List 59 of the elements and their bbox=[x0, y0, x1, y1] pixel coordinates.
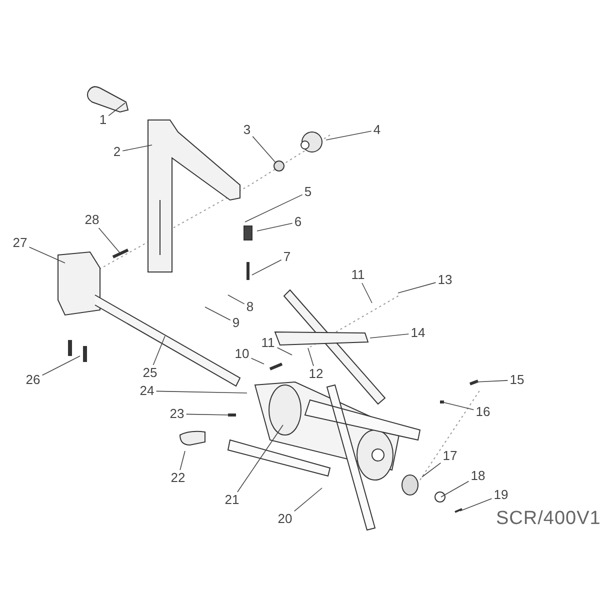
leader-line bbox=[256, 222, 293, 232]
callout-number: 25 bbox=[142, 366, 158, 380]
callout-number: 11 bbox=[261, 336, 275, 350]
callout-number: 28 bbox=[84, 213, 100, 227]
leader-line bbox=[252, 260, 282, 276]
leader-line bbox=[326, 130, 372, 140]
leader-line bbox=[440, 480, 470, 498]
callout-number: 20 bbox=[278, 512, 292, 526]
leader-line bbox=[250, 358, 264, 364]
leader-line bbox=[370, 334, 410, 338]
leader-line bbox=[42, 356, 80, 376]
leader-line bbox=[108, 102, 126, 116]
leader-line bbox=[422, 462, 442, 478]
leader-line bbox=[237, 424, 284, 492]
leader-line bbox=[122, 144, 152, 152]
leader-line bbox=[362, 282, 372, 304]
leader-line bbox=[180, 450, 186, 470]
callout-number: 14 bbox=[410, 326, 426, 340]
leader-line bbox=[252, 136, 276, 164]
callout-number: 9 bbox=[232, 316, 240, 330]
leader-line bbox=[398, 282, 436, 294]
callout-number: 12 bbox=[308, 367, 324, 381]
leader-line bbox=[460, 498, 492, 512]
callout-number: 16 bbox=[476, 405, 490, 419]
callout-number: 11 bbox=[351, 268, 365, 282]
callout-number: 10 bbox=[234, 347, 250, 361]
callout-number: 23 bbox=[170, 407, 184, 421]
callout-number: 2 bbox=[113, 145, 121, 159]
callout-number: 3 bbox=[243, 123, 251, 137]
callout-number: 19 bbox=[494, 488, 508, 502]
leader-line bbox=[442, 402, 474, 410]
leader-line bbox=[204, 306, 231, 320]
callout-number: 21 bbox=[224, 493, 240, 507]
callout-number: 5 bbox=[304, 185, 312, 199]
leader-line bbox=[28, 246, 66, 264]
leader-line bbox=[244, 194, 303, 222]
callout-number: 6 bbox=[294, 215, 302, 229]
callout-number: 4 bbox=[373, 123, 381, 137]
leader-line bbox=[308, 348, 314, 366]
leader-line bbox=[98, 228, 120, 254]
callout-number: 26 bbox=[26, 373, 40, 387]
leader-line bbox=[152, 336, 166, 366]
callout-number: 13 bbox=[438, 273, 452, 287]
callout-number: 8 bbox=[246, 300, 254, 314]
leader-line bbox=[186, 414, 230, 416]
callout-number: 15 bbox=[510, 373, 524, 387]
callout-number: 22 bbox=[170, 471, 186, 485]
callout-number: 24 bbox=[140, 384, 154, 398]
callout-number: 1 bbox=[99, 113, 107, 127]
callout-number: 17 bbox=[442, 449, 458, 463]
leader-line bbox=[156, 390, 248, 394]
leader-line bbox=[228, 294, 245, 304]
callout-number: 18 bbox=[470, 469, 486, 483]
callout-number: 27 bbox=[12, 236, 28, 250]
leader-line bbox=[276, 347, 292, 356]
leader-line bbox=[294, 488, 322, 512]
callout-number: 7 bbox=[283, 250, 291, 264]
leader-line bbox=[476, 380, 508, 382]
drawing-code: SCR/400V1 bbox=[496, 508, 601, 530]
